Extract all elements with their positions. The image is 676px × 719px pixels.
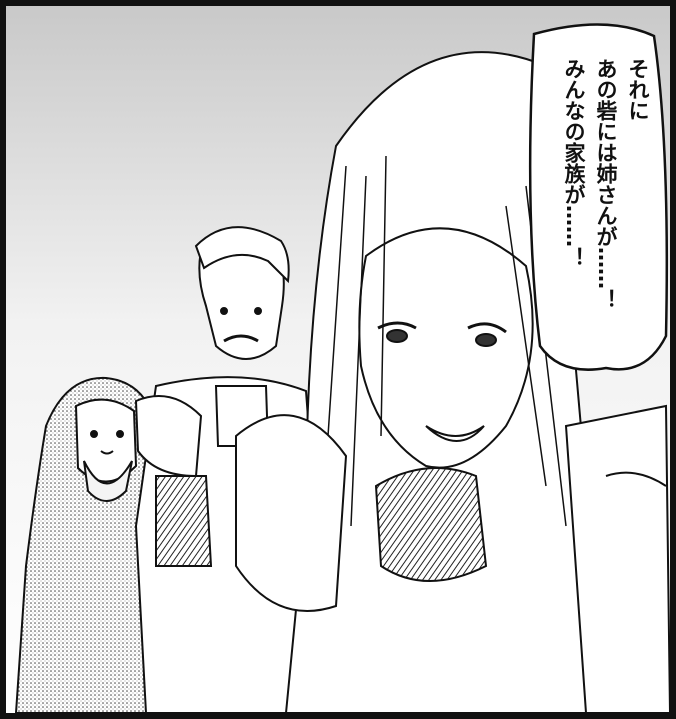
speech-line-1: それに	[626, 58, 650, 121]
speech-line-2: あの砦には姉さんが……！	[594, 58, 618, 310]
speech-bubble	[528, 23, 669, 371]
panel-artwork	[6, 6, 670, 713]
long-haired-woman	[235, 51, 670, 713]
speech-bubble-text: それに あの砦には姉さんが……！ みんなの家族が……！	[558, 58, 654, 388]
speech-line-3: みんなの家族が……！	[562, 58, 586, 268]
